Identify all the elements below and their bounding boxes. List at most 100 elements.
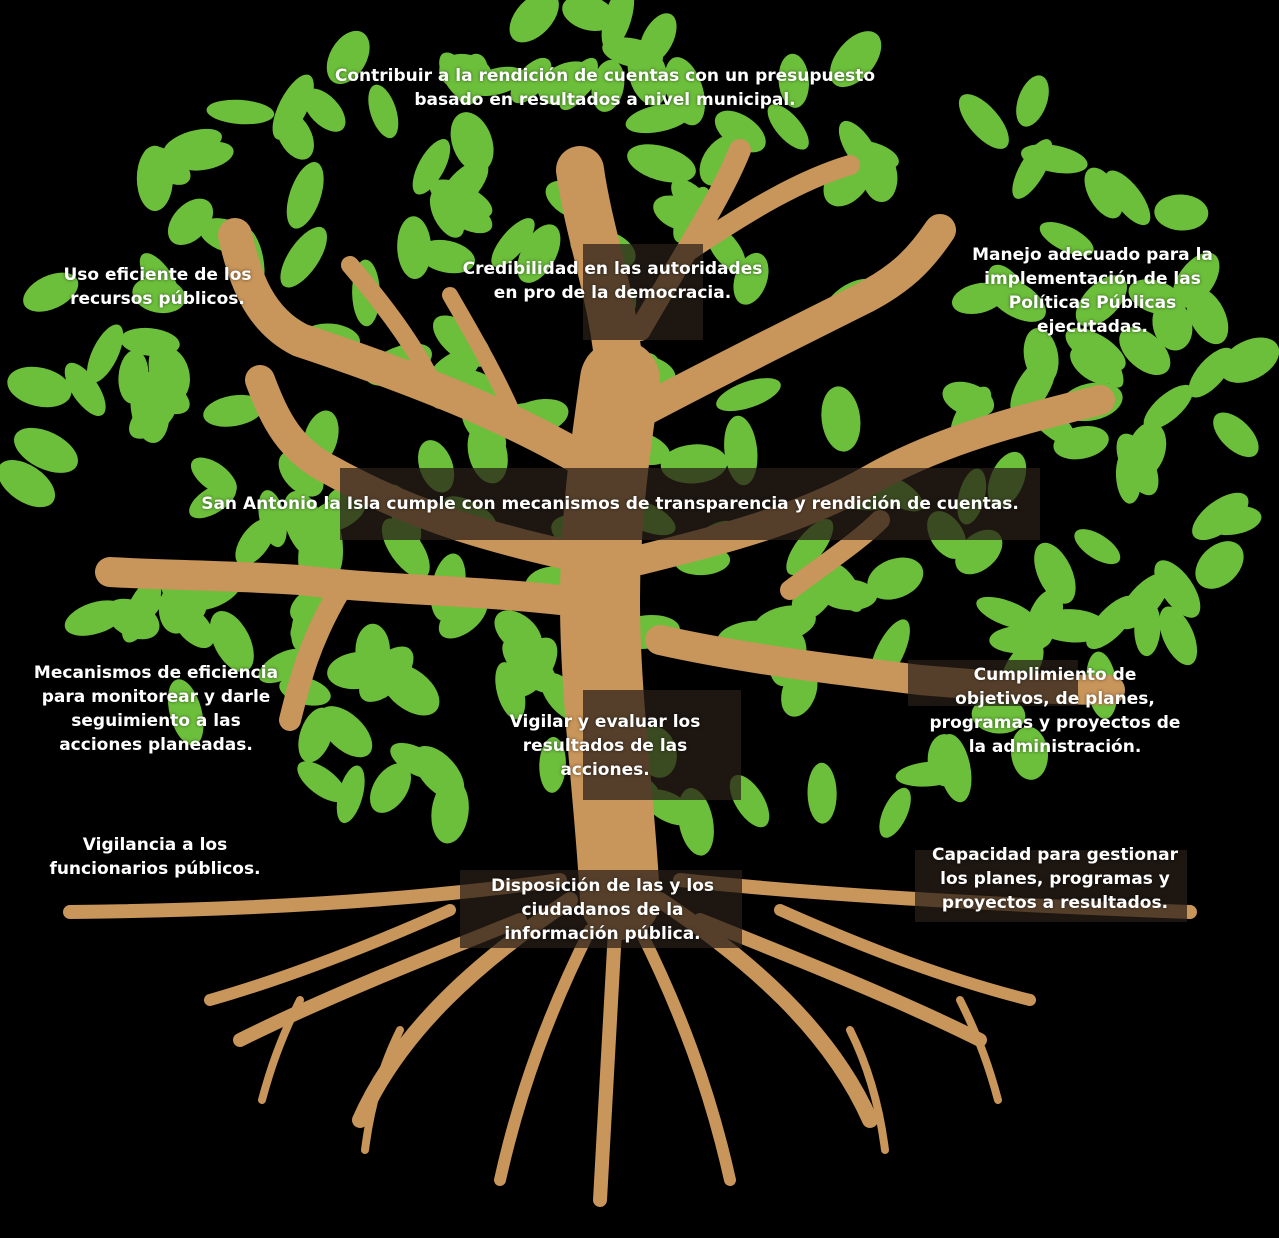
leaf-icon (86, 324, 124, 383)
leaf-icon (206, 99, 275, 125)
leaf-icon (539, 737, 566, 793)
leaf-icon (7, 366, 72, 408)
leaf-icon (1154, 560, 1201, 618)
leaf-icon (336, 765, 365, 824)
leaf-icon (1023, 327, 1059, 385)
leaf-icon (1084, 167, 1123, 219)
leaf-icon (368, 84, 399, 139)
leaf-icon (106, 598, 160, 640)
leaf-icon (867, 557, 924, 600)
leaf-icon (1126, 422, 1167, 478)
leaf-icon (510, 57, 552, 104)
leaf-icon (1039, 221, 1094, 256)
leaf-icon (829, 31, 882, 88)
leaf-icon (1192, 492, 1249, 541)
leaf-icon (0, 460, 56, 508)
root-right-4 (634, 924, 736, 1186)
root-left-4 (494, 924, 596, 1186)
leaf-icon (190, 457, 237, 496)
branch-left-droop (279, 579, 351, 731)
leaf-icon (807, 762, 837, 824)
leaf-icon (302, 88, 346, 132)
leaf-icon (826, 386, 853, 439)
leaf-icon (203, 394, 264, 427)
band-capacity (915, 850, 1187, 922)
leaf-icon (1070, 345, 1117, 385)
leaf-icon (537, 61, 597, 106)
leaf-icon (591, 59, 625, 112)
branch-right-top2 (680, 155, 860, 260)
leaf-icon (1021, 144, 1088, 174)
leaf-icon (673, 186, 711, 243)
leaf-icon (297, 761, 347, 803)
root-left-3 (204, 904, 456, 1006)
leaf-icon (1172, 252, 1220, 308)
leaf-icon (989, 625, 1052, 654)
leaf-icon (258, 648, 309, 684)
leaf-icon (327, 651, 391, 690)
label-monitoring: Mecanismos de eficiencia para monitorear… (33, 663, 279, 755)
leaf-icon (1016, 75, 1049, 127)
leaf-icon (412, 139, 451, 195)
leaf-icon (1105, 170, 1151, 226)
band-credibility (583, 244, 703, 340)
leaf-icon (1119, 327, 1171, 375)
leaf-icon (14, 427, 78, 473)
leaf-icon (1034, 542, 1076, 604)
leaf-icon (319, 706, 373, 758)
leaf-icon (1152, 299, 1193, 351)
leaf-icon (136, 145, 173, 211)
leaf-icon (517, 224, 561, 283)
leaf-icon (314, 507, 344, 579)
root-sub-2 (846, 1026, 889, 1154)
label-information: Disposición de las y los ciudadanos de l… (490, 876, 715, 944)
branch-small-left (341, 256, 449, 409)
leaf-icon (64, 362, 106, 416)
leaf-icon (167, 679, 204, 746)
leaf-icon (627, 144, 696, 183)
leaf-icon (714, 110, 766, 153)
leaf-icon (418, 239, 476, 274)
leaf-icon (120, 327, 180, 357)
leaf-icon (172, 604, 215, 649)
band-evaluate (583, 690, 741, 800)
leaf-icon (326, 30, 370, 84)
leaf-icon (369, 763, 412, 813)
leaf-icon (132, 276, 186, 314)
leaf-icon (879, 787, 911, 838)
leaf-icon (601, 0, 635, 51)
leaf-icon (509, 0, 559, 43)
root-center (593, 923, 622, 1207)
leaf-icon (1086, 595, 1138, 650)
leaf-icon (625, 103, 693, 134)
leaf-icon (280, 226, 327, 288)
root-sub-1 (361, 1026, 404, 1154)
leaf-icon (272, 74, 314, 140)
leaf-icon (753, 605, 816, 642)
leaf-icon (942, 381, 995, 418)
label-compliance: Cumplimiento de objetivos, de planes, pr… (929, 665, 1181, 757)
leaf-icon (1010, 726, 1049, 780)
leaf-icon (209, 610, 254, 673)
leaf-icon (1143, 384, 1193, 430)
leaf-icon (163, 128, 222, 160)
leaf-icon (724, 415, 758, 486)
leaf-icon (450, 112, 494, 172)
leaf-icon (767, 104, 809, 150)
leaf-icon (986, 276, 1046, 322)
label-evaluate: Vigilar y evaluar los resultados de las … (509, 712, 701, 780)
leaf-icon (235, 518, 275, 566)
leaf-icon (976, 596, 1038, 630)
leaf-icon (1074, 529, 1121, 565)
leaf-icon (778, 53, 810, 108)
label-purpose: San Antonio la Isla cumple con mecanismo… (201, 494, 1019, 514)
leaf-icon (1195, 541, 1244, 589)
leaf-icon (390, 742, 443, 780)
root-sub-3 (258, 996, 304, 1104)
branch-left-low (95, 557, 575, 615)
leaf-icon (716, 378, 781, 412)
branch-left-upper (218, 218, 617, 487)
trunk (560, 340, 660, 940)
branch-right-upper (609, 214, 956, 436)
